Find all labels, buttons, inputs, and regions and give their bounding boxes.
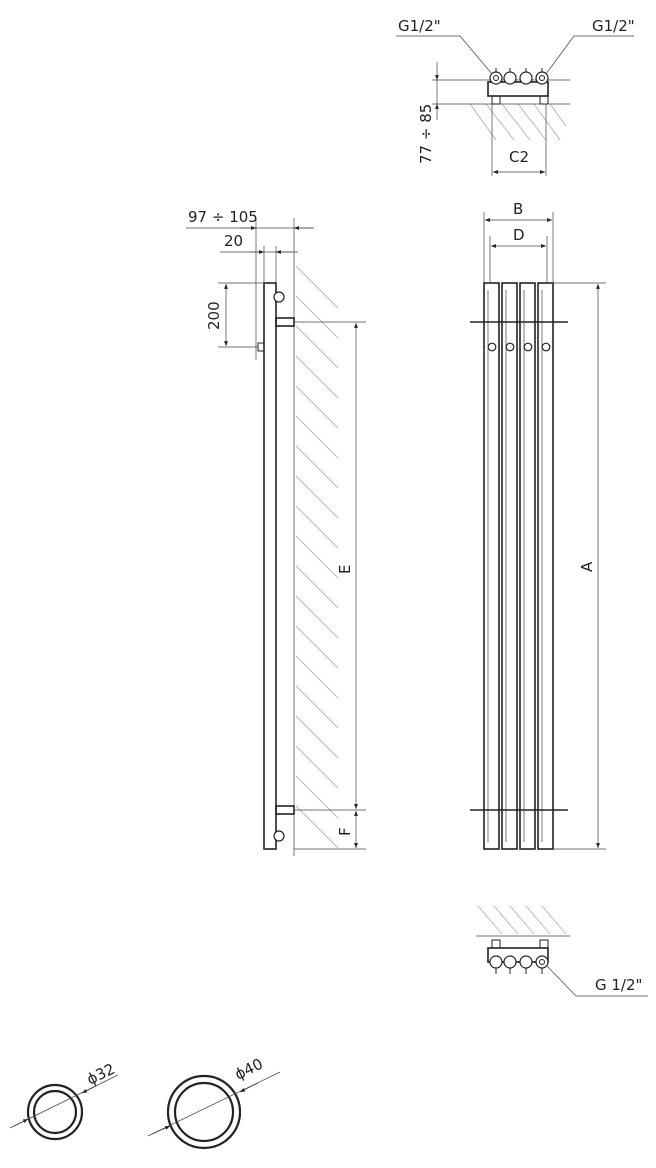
top-wall-hatch (469, 103, 567, 141)
label-tube-diameter-large: ϕ40 (232, 1055, 266, 1084)
label-tube-offset: 20 (224, 232, 243, 250)
label-dimension-b: B (513, 200, 523, 218)
bottom-view: G 1/2" (476, 905, 648, 997)
label-dimension-f: F (336, 827, 354, 836)
label-top-right-connection: G1/2" (592, 17, 635, 35)
label-wall-distance: 97 ÷ 105 (188, 208, 258, 226)
bottom-wall-hatch (477, 905, 567, 935)
front-view: B D A (470, 200, 606, 850)
label-tube-diameter-small: ϕ32 (84, 1060, 118, 1089)
top-view: G1/2" G1/2" 77 ÷ 85 C2 (396, 17, 635, 176)
tube-section-small: ϕ32 (9, 1060, 119, 1141)
tube-section-large: ϕ40 (147, 1055, 281, 1150)
label-dimension-a: A (578, 561, 596, 572)
label-bracket-dimension: 200 (205, 301, 223, 330)
label-top-left-connection: G1/2" (398, 17, 441, 35)
side-wall-hatch (295, 265, 339, 849)
label-dimension-e: E (336, 565, 354, 574)
side-view: 97 ÷ 105 20 200 E F (186, 208, 366, 856)
label-dimension-d: D (513, 226, 525, 244)
label-c2: C2 (509, 148, 529, 166)
label-bottom-connection: G 1/2" (595, 976, 642, 994)
label-depth-range-top: 77 ÷ 85 (417, 104, 435, 164)
